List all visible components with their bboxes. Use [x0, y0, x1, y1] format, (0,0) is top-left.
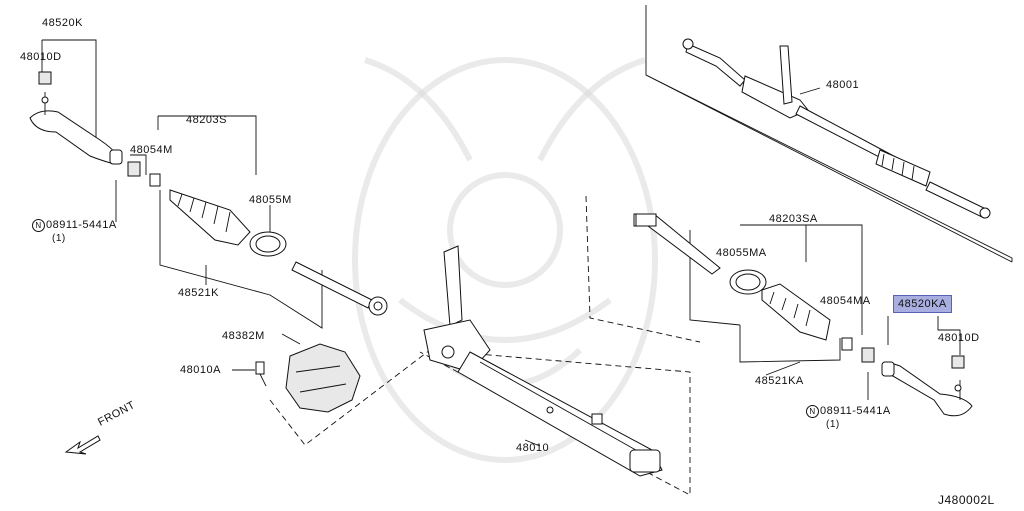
label-48521K[interactable]: 48521K	[178, 287, 219, 299]
label-48054MA[interactable]: 48054MA	[820, 295, 871, 307]
label-48054M[interactable]: 48054M	[130, 144, 173, 156]
label-48010A[interactable]: 48010A	[180, 364, 221, 376]
diagram-code: J480002L	[938, 493, 995, 507]
label-48520K[interactable]: 48520K	[42, 17, 83, 29]
label-48203S[interactable]: 48203S	[186, 114, 227, 126]
complete-rack-assembly	[682, 38, 991, 219]
watermark-emblem	[352, 57, 658, 463]
label-48520KA-highlighted[interactable]: 48520KA	[893, 295, 952, 313]
right-tie-rod-end	[881, 355, 973, 417]
dust-cover	[255, 343, 361, 413]
left-inner-rod	[291, 261, 388, 316]
label-48010D-left[interactable]: 48010D	[20, 51, 62, 63]
label-48010D-right[interactable]: 48010D	[938, 332, 980, 344]
front-arrow	[64, 435, 101, 455]
label-48010[interactable]: 48010	[516, 442, 550, 454]
n-circle-icon: N	[32, 219, 45, 232]
label-48382M[interactable]: 48382M	[222, 330, 265, 342]
label-48055M[interactable]: 48055M	[249, 194, 292, 206]
left-tie-rod-end	[29, 71, 123, 165]
label-48001[interactable]: 48001	[826, 79, 860, 91]
qty-08911-right: (1)	[826, 419, 840, 430]
right-inner-rod	[633, 213, 721, 275]
part-number: 08911-5441A	[820, 405, 891, 417]
label-48055MA[interactable]: 48055MA	[716, 247, 767, 259]
part-number: 08911-5441A	[46, 219, 117, 231]
right-leader-lines	[585, 195, 961, 400]
label-48521KA[interactable]: 48521KA	[755, 375, 804, 387]
leader-48010	[524, 439, 541, 447]
n-circle-icon: N	[806, 405, 819, 418]
rack-assembly-box	[645, 5, 1013, 263]
leader-48001	[799, 87, 821, 95]
right-lock-nut	[841, 337, 875, 363]
right-boot	[729, 269, 831, 341]
steering-gear-housing	[423, 245, 663, 477]
left-leader-lines	[41, 39, 323, 371]
left-boot	[169, 189, 287, 257]
assembly-dashed-outline	[269, 349, 691, 496]
left-lock-nut	[127, 161, 161, 187]
label-48203SA[interactable]: 48203SA	[769, 213, 818, 225]
qty-08911-left: (1)	[52, 233, 66, 244]
